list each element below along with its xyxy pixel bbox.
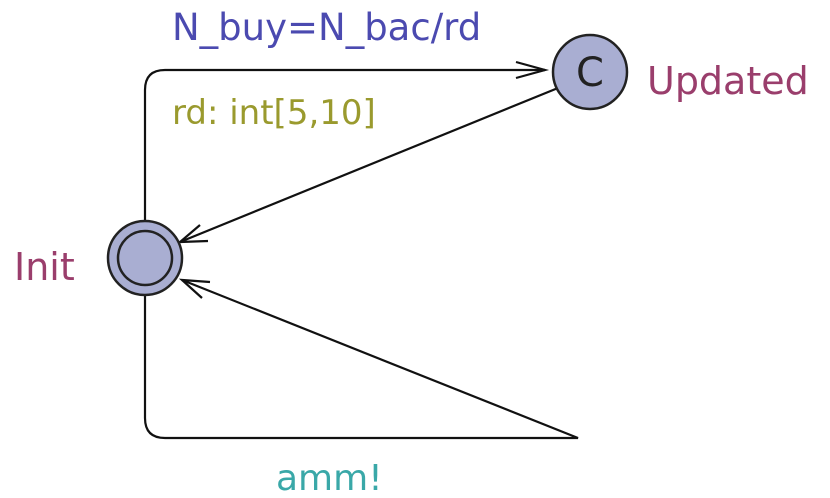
location-init[interactable]: [106, 219, 184, 297]
edge-updated-to-init-arrowhead: [176, 224, 209, 244]
edge-init-to-updated[interactable]: [143, 68, 545, 228]
edge-loop-to-init[interactable]: [143, 278, 579, 440]
location-updated[interactable]: C: [551, 33, 629, 111]
location-updated-name: Updated: [647, 59, 809, 103]
edge-loop-to-init-arrowhead: [178, 278, 211, 299]
location-updated-circle: [551, 33, 629, 111]
location-init-name: Init: [14, 245, 75, 289]
edge-update-label: N_buy=N_bac/rd: [172, 6, 481, 49]
location-init-inner-circle: [116, 229, 174, 287]
edge-sync-label: amm!: [276, 458, 383, 498]
edge-select-label: rd: int[5,10]: [172, 93, 376, 133]
committed-marker: C: [576, 50, 604, 96]
edge-init-to-updated-arrowhead: [515, 60, 550, 80]
edge-updated-to-init[interactable]: [179, 86, 559, 244]
